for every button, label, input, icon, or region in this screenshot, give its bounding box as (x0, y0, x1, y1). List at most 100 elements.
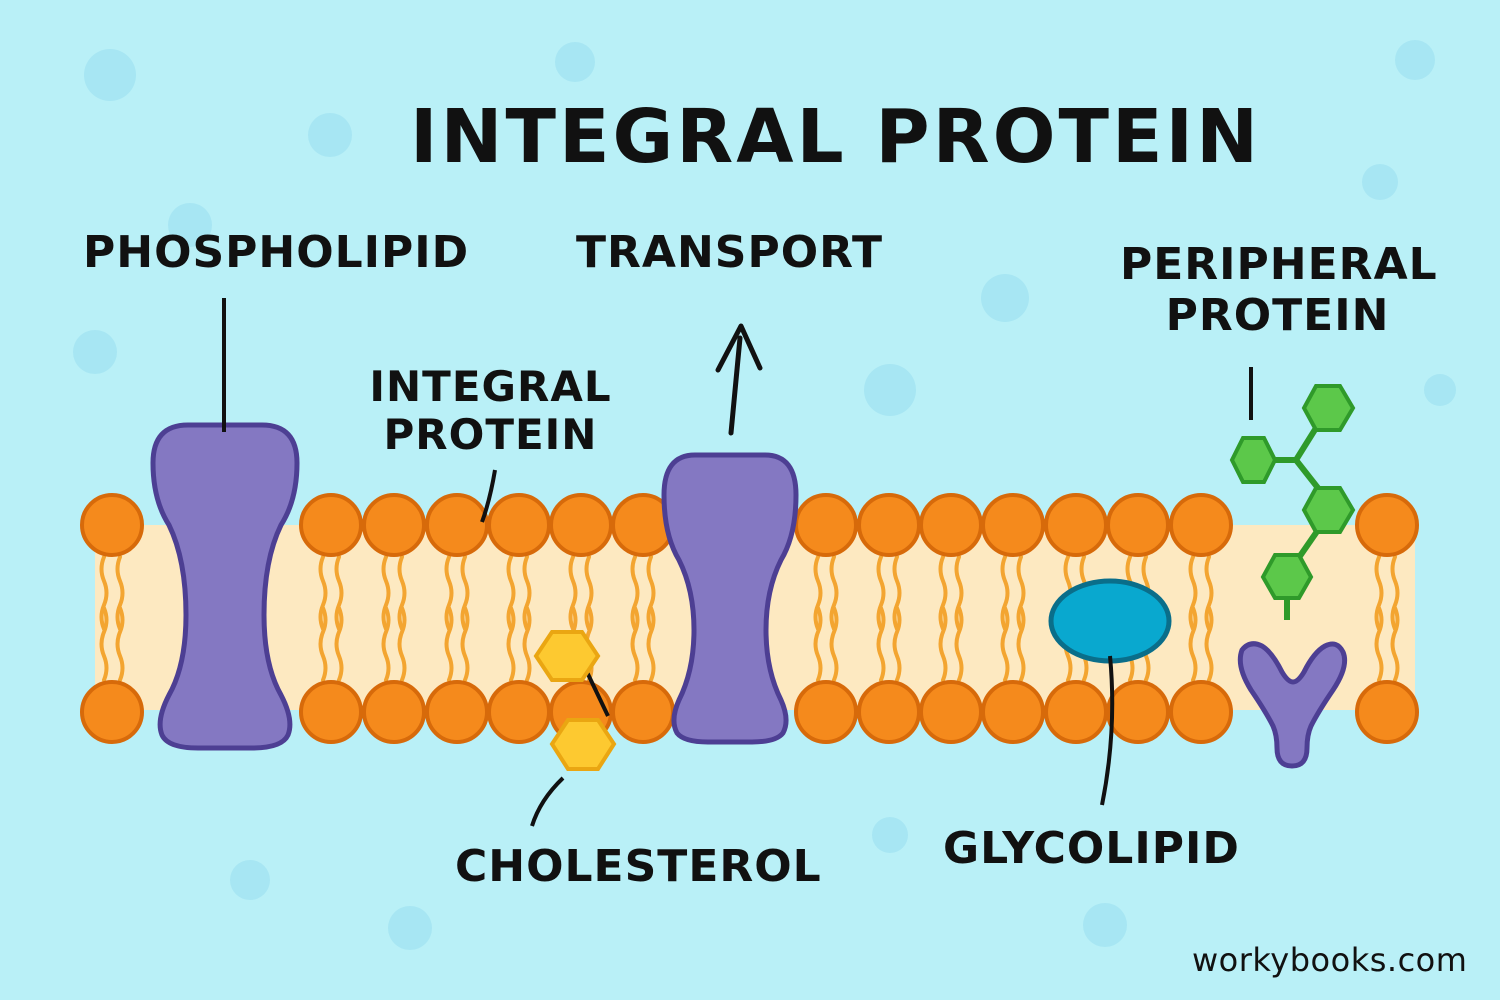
label-phospholipid: PHOSPHOLIPID (83, 227, 470, 278)
phospholipid-head-upper (919, 493, 983, 557)
tail-upper (318, 555, 328, 631)
phospholipid-head-upper (549, 493, 613, 557)
bubble (168, 203, 212, 247)
tail-upper (646, 555, 656, 631)
phospholipid-head-lower (857, 680, 921, 744)
peripheral-protein-chain (1229, 384, 1356, 620)
phospholipid-head-lower (1044, 680, 1108, 744)
tail-upper (954, 555, 964, 631)
tail-upper (334, 555, 344, 631)
transport-protein (661, 452, 799, 745)
bubble (1395, 40, 1435, 80)
phospholipid-head-upper (1355, 493, 1419, 557)
tail-lower (506, 606, 516, 682)
integral-protein-leader-line (480, 469, 497, 523)
tail-lower (522, 606, 532, 682)
tail-upper (1000, 555, 1010, 631)
tail-upper (938, 555, 948, 631)
label-cholesterol: CHOLESTEROL (455, 841, 822, 892)
tail-upper (813, 555, 823, 631)
tail-upper (444, 555, 454, 631)
tail-lower (954, 606, 964, 682)
bubble (981, 274, 1029, 322)
tail-upper (1016, 555, 1026, 631)
tail-lower (813, 606, 823, 682)
tail-lower (99, 606, 109, 682)
transport-arrow-head (715, 323, 763, 373)
glycolipid-oval (1048, 578, 1172, 664)
tail-lower (1000, 606, 1010, 682)
label-glycolipid: GLYCOLIPID (943, 823, 1240, 874)
tail-lower (1188, 606, 1198, 682)
bubble (1424, 374, 1456, 406)
phospholipid-tails (99, 555, 1400, 682)
tail-upper (630, 555, 640, 631)
phospholipid-head-upper (1044, 493, 1108, 557)
cholesterol-link (584, 669, 610, 717)
phospholipid-head-upper (981, 493, 1045, 557)
phospholipid-head-lower (299, 680, 363, 744)
cholesterol-leader-line (530, 776, 565, 827)
tail-upper (1390, 555, 1400, 631)
phospholipid-head-upper (362, 493, 426, 557)
label-transport: TRANSPORT (576, 227, 884, 278)
bubble (84, 49, 136, 101)
bubble (388, 906, 432, 950)
label-integral-protein: INTEGRAL PROTEIN (368, 362, 613, 460)
phospholipid-head-lower (362, 680, 426, 744)
phospholipid-head-lower (1106, 680, 1170, 744)
phospholipid-head-upper (1106, 493, 1170, 557)
peripheral-hex-2 (1301, 384, 1356, 432)
phospholipid-head-lower (425, 680, 489, 744)
tail-lower (646, 606, 656, 682)
tail-lower (318, 606, 328, 682)
tail-upper (506, 555, 516, 631)
tail-upper (460, 555, 470, 631)
diagram-title: INTEGRAL PROTEIN (410, 94, 1262, 180)
tail-upper (876, 555, 886, 631)
cholesterol-ring-lower (549, 718, 617, 771)
tail-lower (829, 606, 839, 682)
phospholipid-head-lower (80, 680, 144, 744)
bubble (73, 330, 117, 374)
phospholipid-head-lower (611, 680, 675, 744)
transport-arrow (728, 335, 743, 436)
bubble (864, 364, 916, 416)
tail-upper (584, 555, 594, 631)
tail-upper (568, 555, 578, 631)
phospholipid-head-lower (1355, 680, 1419, 744)
phospholipid-head-lower (794, 680, 858, 744)
label-integral-protein-line1: INTEGRAL (369, 362, 612, 411)
peripheral-hex-3 (1301, 486, 1356, 534)
tail-upper (829, 555, 839, 631)
tail-upper (99, 555, 109, 631)
glycolipid-leader-line (1100, 655, 1115, 806)
peripheral-hex-1 (1229, 436, 1278, 484)
tail-lower (1374, 606, 1384, 682)
tail-lower (381, 606, 391, 682)
tail-lower (630, 606, 640, 682)
background-bubbles (73, 40, 1456, 950)
label-peripheral-line1: PERIPHERAL (1120, 239, 1438, 290)
tail-upper (381, 555, 391, 631)
phospholipid-head-upper (857, 493, 921, 557)
tail-lower (876, 606, 886, 682)
phospholipid-head-lower (1169, 680, 1233, 744)
bubble (1083, 903, 1127, 947)
tail-lower (334, 606, 344, 682)
phospholipid-head-lower (981, 680, 1045, 744)
tail-lower (1390, 606, 1400, 682)
phospholipid-head-upper (299, 493, 363, 557)
phospholipid-heads (80, 493, 1419, 744)
bubble (308, 113, 352, 157)
y-shaped-protein (1237, 641, 1348, 769)
tail-lower (892, 606, 902, 682)
tail-lower (1016, 606, 1026, 682)
tail-upper (892, 555, 902, 631)
phospholipid-head-lower (487, 680, 551, 744)
bubble (1362, 164, 1398, 200)
phospholipid-head-lower (919, 680, 983, 744)
tail-upper (1204, 555, 1214, 631)
tail-upper (115, 555, 125, 631)
bubble (872, 817, 908, 853)
